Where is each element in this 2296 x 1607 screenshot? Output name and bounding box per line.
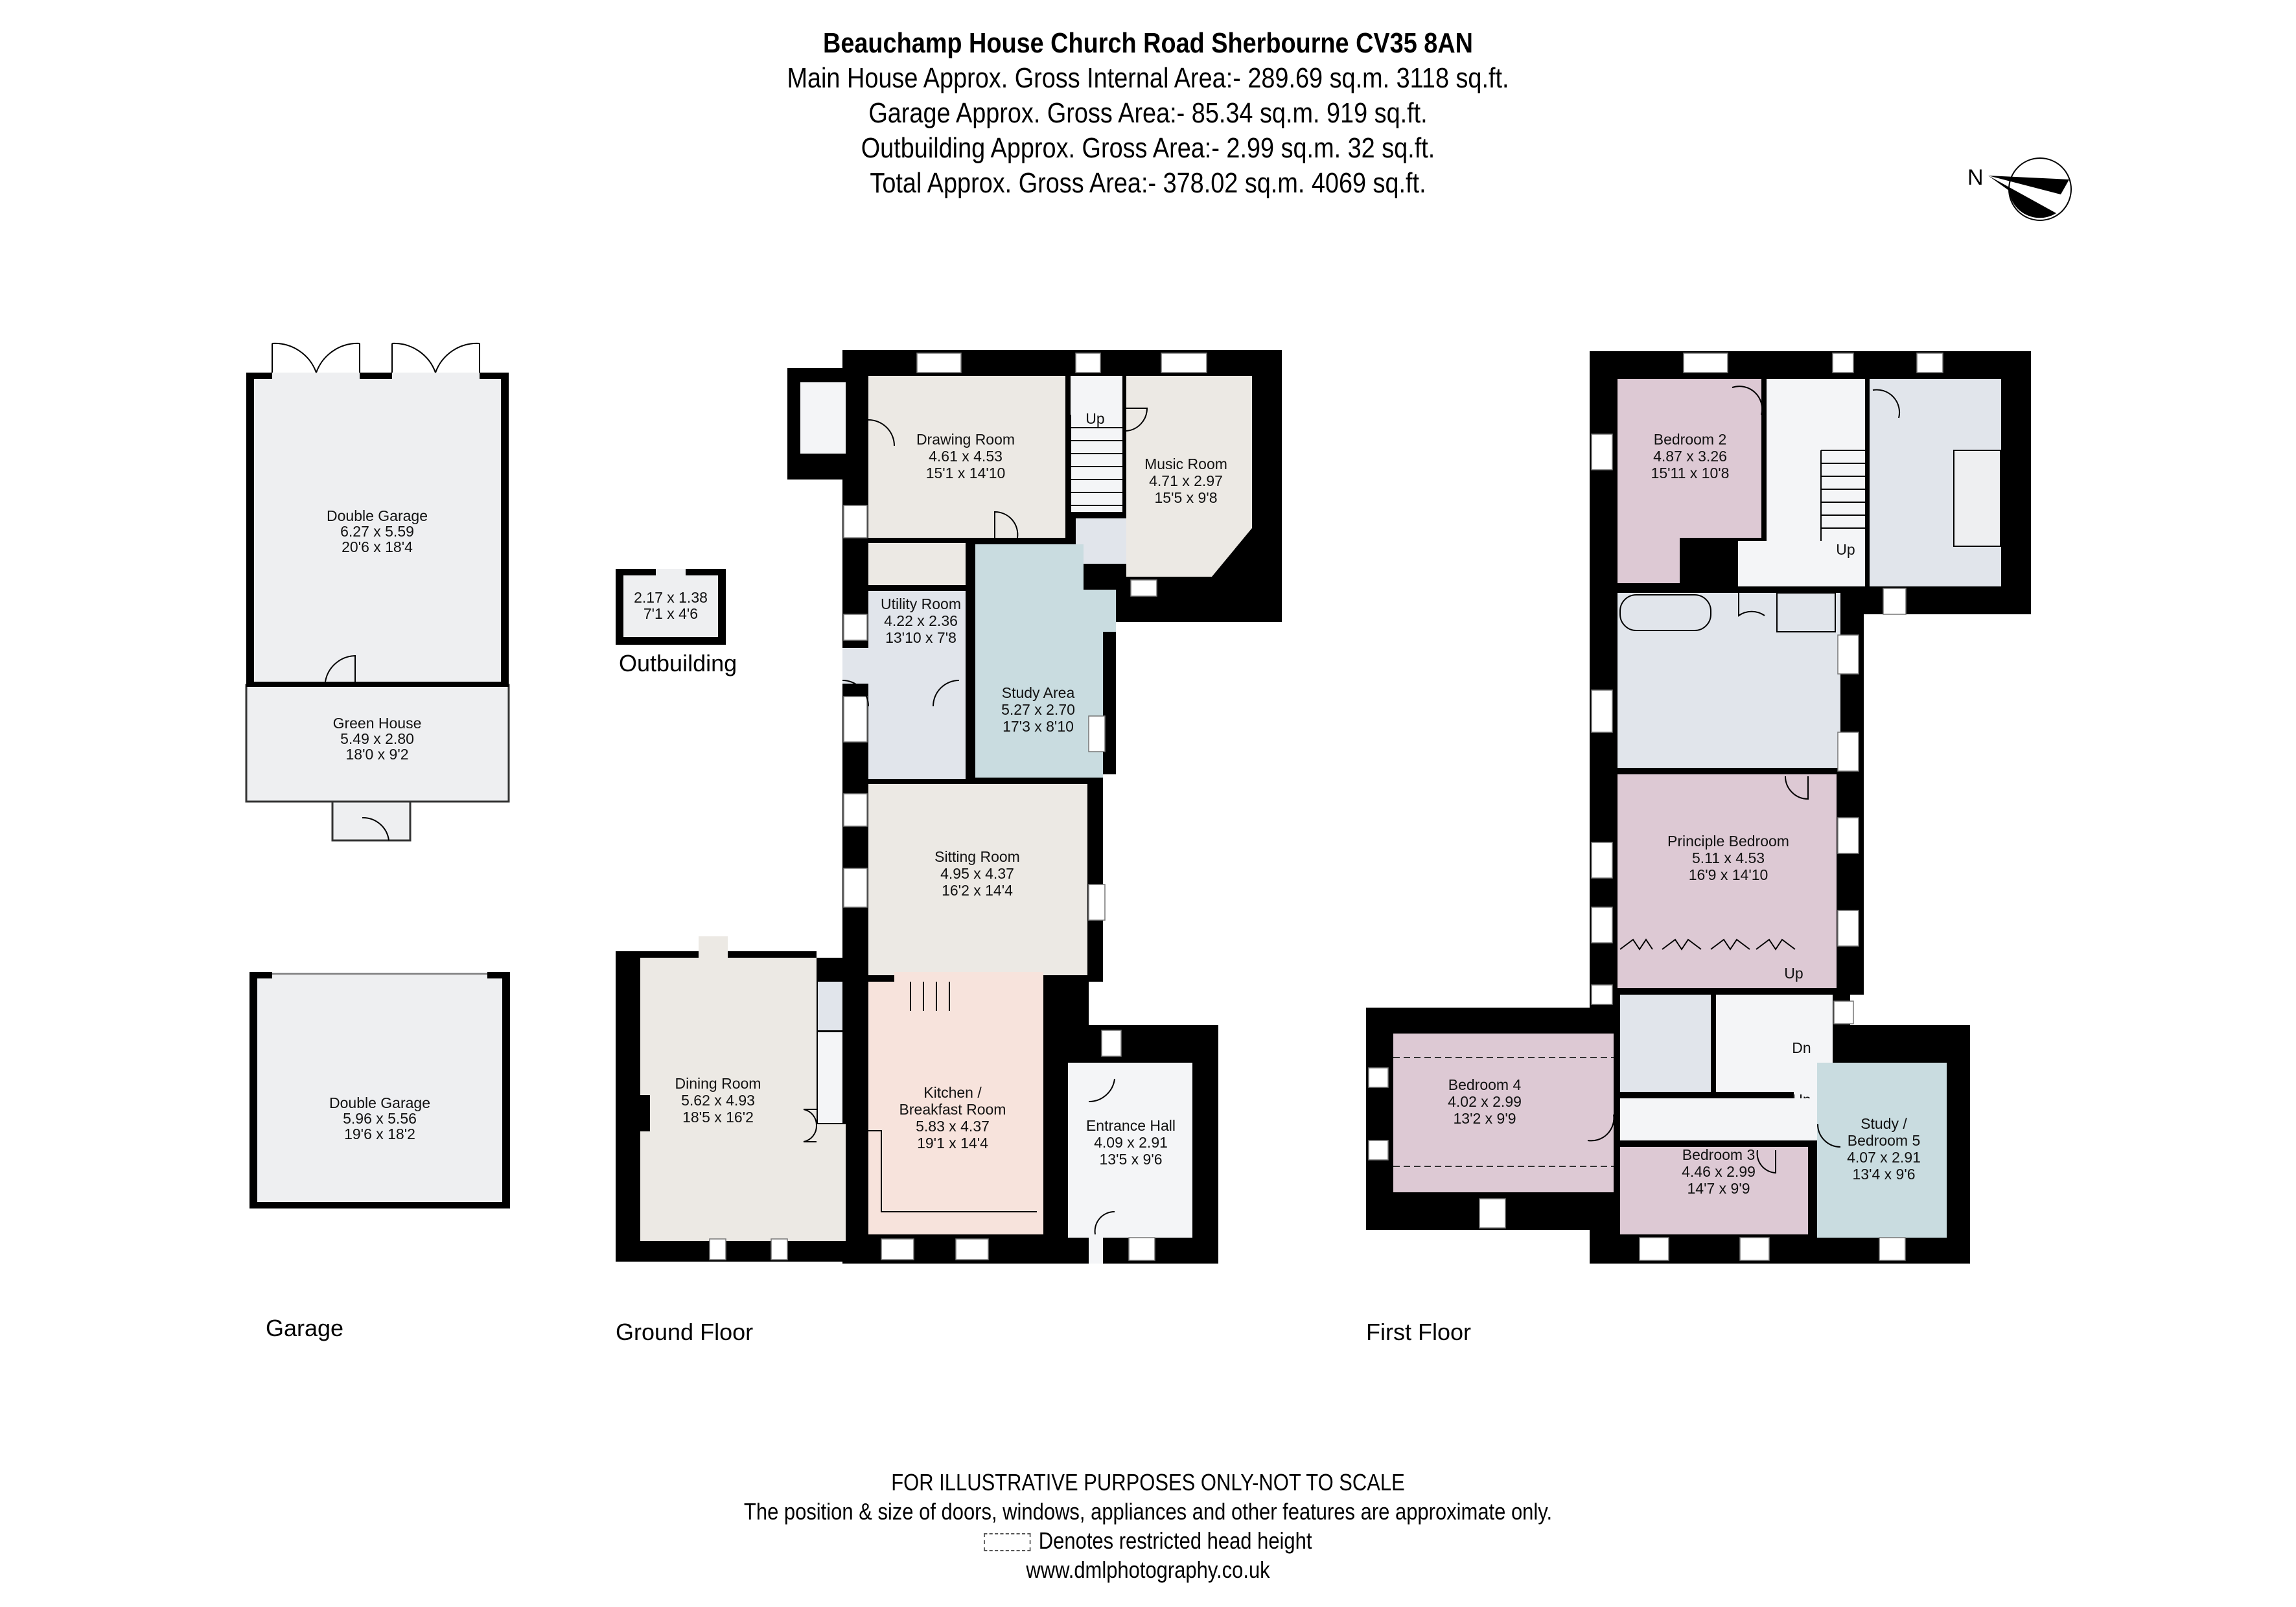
svg-text:Double Garage: Double Garage bbox=[329, 1094, 430, 1111]
north-arrow-icon: N bbox=[1967, 157, 2072, 221]
ground-floor-label: Ground Floor bbox=[616, 1319, 753, 1345]
garage-area: Garage Approx. Gross Area:- 85.34 sq.m. … bbox=[868, 97, 1428, 129]
svg-text:20'6 x 18'4: 20'6 x 18'4 bbox=[342, 538, 413, 555]
room-bedroom-3: Bedroom 3 4.46 x 2.99 14'7 x 9'9 bbox=[1682, 1146, 1756, 1197]
svg-text:Entrance Hall: Entrance Hall bbox=[1086, 1117, 1176, 1134]
room-double-garage-2: Double Garage 5.96 x 5.56 19'6 x 18'2 bbox=[329, 1094, 430, 1142]
ground-floor: Up bbox=[616, 350, 1282, 1345]
svg-text:5.49 x 2.80: 5.49 x 2.80 bbox=[340, 730, 414, 747]
garage-block: Double Garage 6.27 x 5.59 20'6 x 18'4 Gr… bbox=[245, 342, 510, 1341]
room-utility-room: Utility Room 4.22 x 2.36 13'10 x 7'8 bbox=[881, 595, 961, 646]
room-principle-bedroom: Principle Bedroom 5.11 x 4.53 16'9 x 14'… bbox=[1667, 833, 1789, 883]
property-title: Beauchamp House Church Road Sherbourne C… bbox=[823, 27, 1473, 59]
room-kitchen-breakfast-room: Kitchen / Breakfast Room 5.83 x 4.37 19'… bbox=[899, 1084, 1006, 1151]
svg-text:16'9 x 14'10: 16'9 x 14'10 bbox=[1689, 866, 1768, 883]
garage-floor-label: Garage bbox=[266, 1315, 343, 1341]
svg-text:5.62 x 4.93: 5.62 x 4.93 bbox=[681, 1092, 755, 1109]
first-floor-label: First Floor bbox=[1366, 1319, 1471, 1345]
svg-text:Study /: Study / bbox=[1861, 1115, 1907, 1132]
svg-text:Sitting Room: Sitting Room bbox=[934, 848, 1020, 865]
first-stairs-up3-label: Up bbox=[1784, 965, 1803, 982]
room-drawing-room: Drawing Room 4.61 x 4.53 15'1 x 14'10 bbox=[916, 431, 1015, 481]
outbuilding-area: Outbuilding Approx. Gross Area:- 2.99 sq… bbox=[861, 132, 1435, 164]
room-double-garage-1: Double Garage 6.27 x 5.59 20'6 x 18'4 bbox=[327, 507, 428, 555]
svg-text:Breakfast Room: Breakfast Room bbox=[899, 1101, 1006, 1118]
svg-text:Study Area: Study Area bbox=[1002, 684, 1075, 701]
svg-text:4.87 x 3.26: 4.87 x 3.26 bbox=[1653, 448, 1727, 465]
svg-text:15'11 x 10'8: 15'11 x 10'8 bbox=[1651, 465, 1730, 481]
disclaimer: FOR ILLUSTRATIVE PURPOSES ONLY-NOT TO SC… bbox=[891, 1469, 1405, 1496]
svg-text:15'5 x 9'8: 15'5 x 9'8 bbox=[1154, 489, 1217, 506]
svg-text:5.11 x 4.53: 5.11 x 4.53 bbox=[1692, 850, 1765, 866]
legend: Denotes restricted head height bbox=[161, 1526, 2135, 1555]
svg-text:Bedroom 3: Bedroom 3 bbox=[1682, 1146, 1756, 1163]
svg-text:Principle Bedroom: Principle Bedroom bbox=[1667, 833, 1789, 850]
svg-text:15'1 x 14'10: 15'1 x 14'10 bbox=[926, 465, 1006, 481]
svg-text:4.09 x 2.91: 4.09 x 2.91 bbox=[1094, 1134, 1168, 1151]
svg-text:13'10 x 7'8: 13'10 x 7'8 bbox=[885, 629, 957, 646]
svg-text:4.07 x 2.91: 4.07 x 2.91 bbox=[1847, 1149, 1921, 1166]
svg-text:16'2 x 14'4: 16'2 x 14'4 bbox=[942, 882, 1013, 899]
main-house-area: Main House Approx. Gross Internal Area:-… bbox=[787, 62, 1509, 94]
svg-text:4.95 x 4.37: 4.95 x 4.37 bbox=[940, 865, 1014, 882]
svg-text:18'0 x 9'2: 18'0 x 9'2 bbox=[345, 746, 408, 763]
first-floor: Up Dn Up Up bbox=[1366, 351, 2031, 1345]
svg-text:Utility Room: Utility Room bbox=[881, 595, 961, 612]
room-entrance-hall: Entrance Hall 4.09 x 2.91 13'5 x 9'6 bbox=[1086, 1117, 1176, 1168]
outbuilding-imperial: 7'1 x 4'6 bbox=[644, 605, 698, 622]
outbuilding: 2.17 x 1.38 7'1 x 4'6 Outbuilding bbox=[616, 569, 737, 676]
svg-text:14'7 x 9'9: 14'7 x 9'9 bbox=[1687, 1180, 1750, 1197]
svg-text:Music Room: Music Room bbox=[1144, 456, 1227, 472]
total-area: Total Approx. Gross Area:- 378.02 sq.m. … bbox=[870, 167, 1426, 199]
svg-text:4.22 x 2.36: 4.22 x 2.36 bbox=[884, 612, 958, 629]
room-bedroom-2: Bedroom 2 4.87 x 3.26 15'11 x 10'8 bbox=[1651, 431, 1730, 481]
legend-text: Denotes restricted head height bbox=[1038, 1527, 1312, 1554]
first-stairs-dn-label: Dn bbox=[1792, 1039, 1811, 1056]
room-bedroom-4: Bedroom 4 4.02 x 2.99 13'2 x 9'9 bbox=[1448, 1076, 1522, 1127]
room-dining-room: Dining Room 5.62 x 4.93 18'5 x 16'2 bbox=[675, 1075, 761, 1126]
svg-text:17'3 x 8'10: 17'3 x 8'10 bbox=[1003, 718, 1074, 735]
room-study-bedroom-5: Study / Bedroom 5 4.07 x 2.91 13'4 x 9'6 bbox=[1847, 1115, 1921, 1183]
svg-text:13'4 x 9'6: 13'4 x 9'6 bbox=[1852, 1166, 1915, 1183]
svg-text:5.96 x 5.56: 5.96 x 5.56 bbox=[343, 1110, 417, 1127]
footer: FOR ILLUSTRATIVE PURPOSES ONLY-NOT TO SC… bbox=[0, 1468, 2296, 1584]
svg-text:5.83 x 4.37: 5.83 x 4.37 bbox=[916, 1118, 990, 1135]
svg-text:19'6 x 18'2: 19'6 x 18'2 bbox=[344, 1126, 415, 1142]
svg-text:18'5 x 16'2: 18'5 x 16'2 bbox=[682, 1109, 754, 1126]
outbuilding-label: Outbuilding bbox=[619, 650, 737, 676]
svg-text:13'2 x 9'9: 13'2 x 9'9 bbox=[1453, 1110, 1516, 1127]
room-study-area: Study Area 5.27 x 2.70 17'3 x 8'10 bbox=[1001, 684, 1075, 735]
svg-text:Green House: Green House bbox=[333, 715, 422, 732]
svg-text:Dining Room: Dining Room bbox=[675, 1075, 761, 1092]
svg-text:6.27 x 5.59: 6.27 x 5.59 bbox=[340, 523, 414, 540]
svg-text:Drawing Room: Drawing Room bbox=[916, 431, 1015, 448]
first-stairs-up-label: Up bbox=[1836, 541, 1855, 558]
website: www.dmlphotography.co.uk bbox=[1026, 1556, 1270, 1583]
outbuilding-metric: 2.17 x 1.38 bbox=[634, 589, 708, 606]
svg-text:4.61 x 4.53: 4.61 x 4.53 bbox=[929, 448, 1003, 465]
room-green-house: Green House 5.49 x 2.80 18'0 x 9'2 bbox=[333, 715, 422, 763]
svg-text:4.71 x 2.97: 4.71 x 2.97 bbox=[1149, 472, 1223, 489]
svg-text:Bedroom 4: Bedroom 4 bbox=[1448, 1076, 1522, 1093]
svg-text:N: N bbox=[1967, 165, 1984, 190]
svg-text:Double Garage: Double Garage bbox=[327, 507, 428, 524]
header: Beauchamp House Church Road Sherbourne C… bbox=[0, 26, 2296, 201]
svg-text:4.02 x 2.99: 4.02 x 2.99 bbox=[1448, 1093, 1522, 1110]
ground-stairs-up-label: Up bbox=[1085, 410, 1104, 427]
svg-text:5.27 x 2.70: 5.27 x 2.70 bbox=[1001, 701, 1075, 718]
svg-text:Kitchen /: Kitchen / bbox=[923, 1084, 982, 1101]
svg-text:13'5 x 9'6: 13'5 x 9'6 bbox=[1099, 1151, 1162, 1168]
room-music-room: Music Room 4.71 x 2.97 15'5 x 9'8 bbox=[1144, 456, 1227, 506]
room-sitting-room: Sitting Room 4.95 x 4.37 16'2 x 14'4 bbox=[934, 848, 1020, 899]
restricted-head-height-icon bbox=[984, 1533, 1031, 1552]
svg-text:Bedroom 5: Bedroom 5 bbox=[1848, 1132, 1921, 1149]
approximation-note: The position & size of doors, windows, a… bbox=[743, 1498, 1553, 1525]
svg-text:19'1 x 14'4: 19'1 x 14'4 bbox=[917, 1135, 988, 1151]
svg-text:4.46 x 2.99: 4.46 x 2.99 bbox=[1682, 1163, 1756, 1180]
svg-text:Bedroom 2: Bedroom 2 bbox=[1654, 431, 1727, 448]
